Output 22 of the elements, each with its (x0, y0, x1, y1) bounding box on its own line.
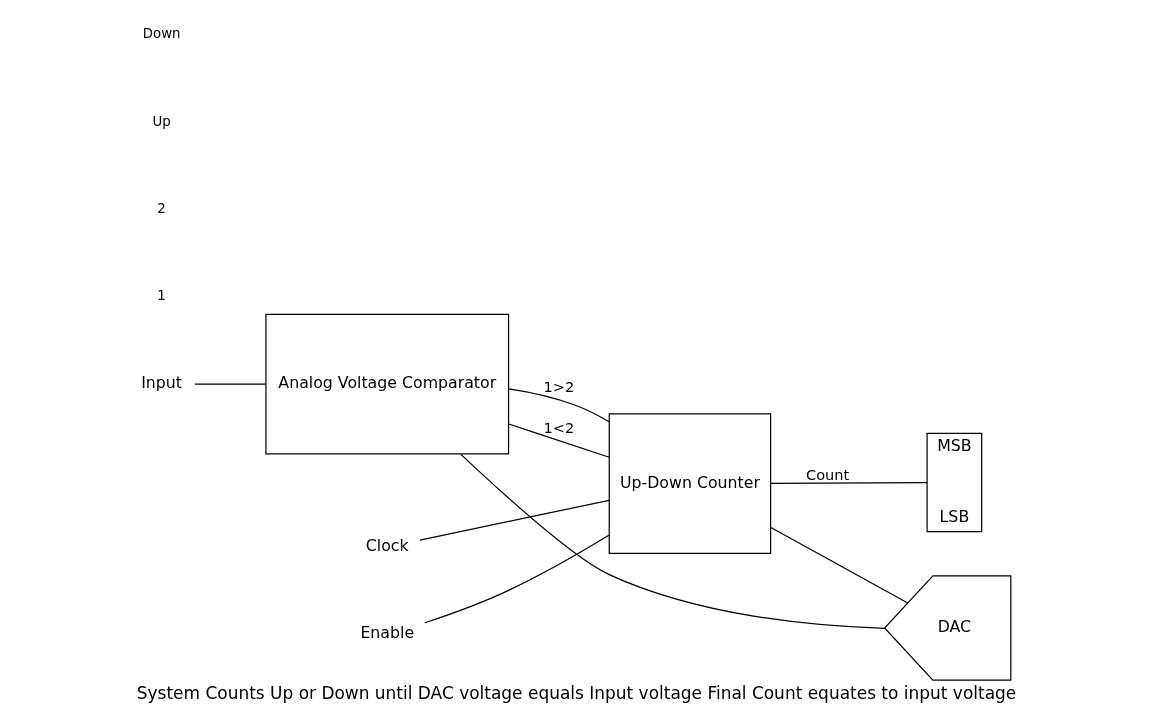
edge-label: 1<2 (543, 419, 575, 437)
label: 2 (157, 200, 166, 216)
label: Down (142, 26, 181, 42)
connector (770, 526, 909, 604)
node-text: Enable (360, 623, 415, 643)
node-text: Clock (365, 535, 409, 555)
node-box: MSB LSB (926, 432, 983, 533)
connector (508, 388, 610, 423)
edge-label: 1>2 (543, 378, 575, 396)
label: Up (152, 113, 171, 129)
connector (194, 383, 267, 385)
connector (424, 534, 610, 624)
connector (460, 453, 886, 629)
node-text: Input (141, 373, 183, 393)
label: 1 (157, 288, 166, 304)
node-box: Analog Voltage Comparator (265, 313, 510, 455)
connector (419, 499, 610, 541)
connector (770, 481, 928, 484)
connector (508, 423, 610, 458)
caption: System Counts Up or Down until DAC voltage equals Input voltage Final Count equates to input voltage (136, 682, 1017, 703)
edge-label: Count (806, 465, 850, 483)
node-box: Up-Down Counter (608, 413, 772, 554)
